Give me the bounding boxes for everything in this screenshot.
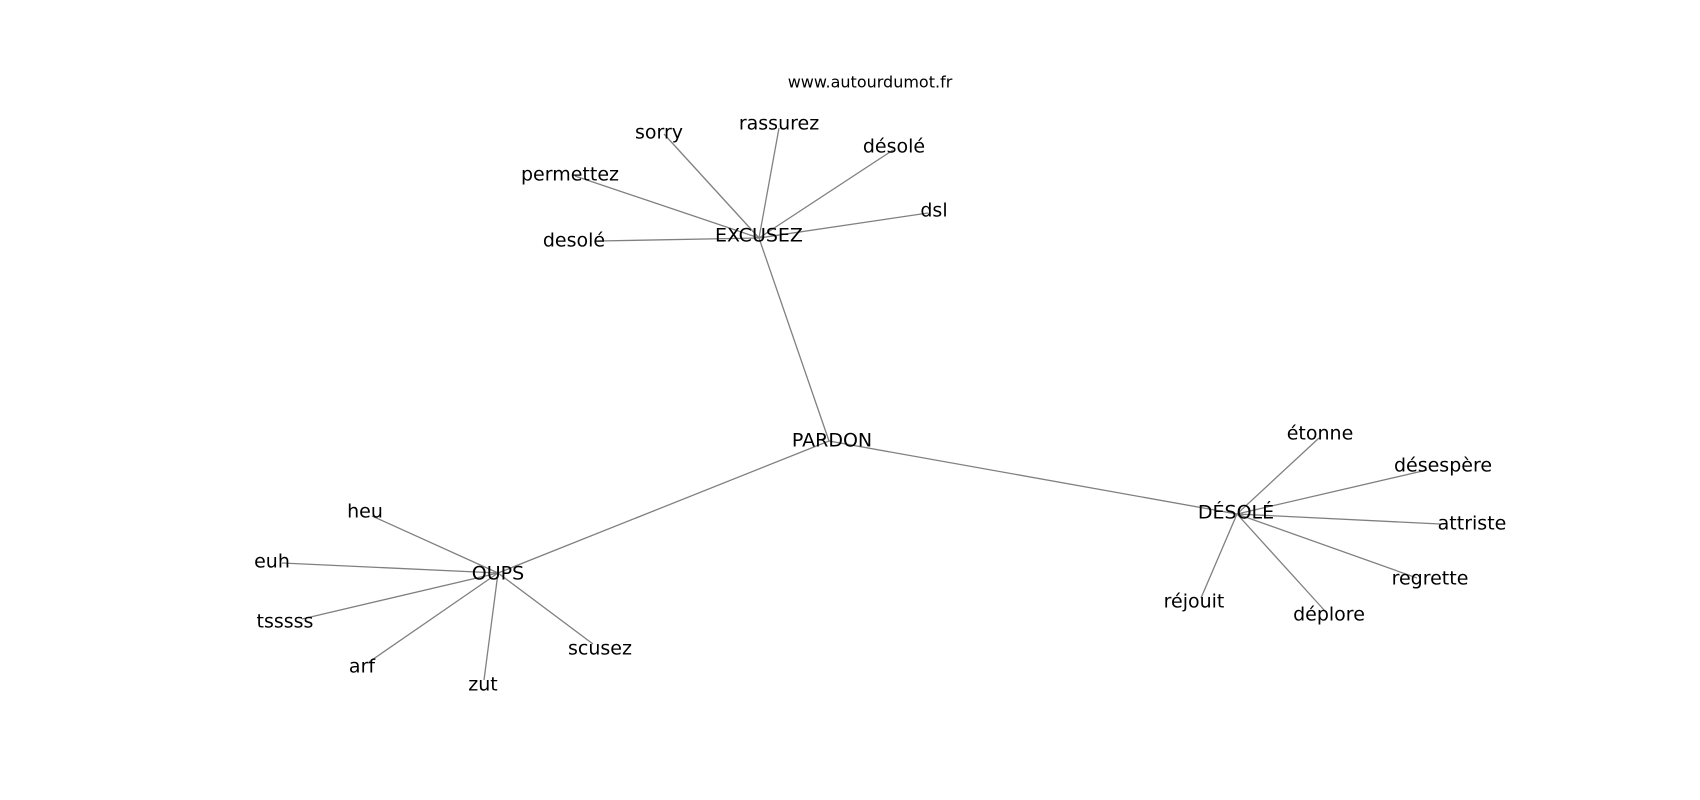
edge-desole-desespere xyxy=(1236,469,1428,515)
node-word-desole: desolé xyxy=(543,230,605,252)
node-word-zut: zut xyxy=(468,674,497,696)
node-hub-desole: DÉSOLÉ xyxy=(1198,501,1274,524)
node-word-euh: euh xyxy=(254,551,290,573)
node-word-rassurez: rassurez xyxy=(739,113,819,135)
edge-desole-attriste xyxy=(1236,513,1441,525)
node-word-arf: arf xyxy=(349,656,376,678)
edge-center-excusez xyxy=(758,237,830,442)
edge-excusez-permettez xyxy=(574,175,760,239)
edge-excusez-desole xyxy=(758,149,894,239)
node-word-deplore: déplore xyxy=(1293,604,1365,626)
node-hub-oups: OUPS xyxy=(472,563,524,585)
node-word-sorry: sorry xyxy=(635,122,683,144)
edge-oups-heu xyxy=(371,515,499,574)
watermark-text: www.autourdumot.fr xyxy=(788,73,953,92)
edge-desole-regrette xyxy=(1236,513,1418,579)
edge-excusez-dsl xyxy=(758,212,929,239)
edge-desole-deplore xyxy=(1236,513,1326,612)
edge-oups-arf xyxy=(368,572,499,663)
edge-oups-zut xyxy=(483,572,499,681)
edge-desole-rejouit xyxy=(1200,513,1238,599)
node-word-tsssss: tsssss xyxy=(257,611,314,633)
node-word-rejouit: réjouit xyxy=(1164,591,1225,613)
node-word-regrette: regrette xyxy=(1392,568,1469,590)
edge-oups-scusez xyxy=(497,572,594,645)
graph-edges xyxy=(281,127,1441,681)
node-word-desole: désolé xyxy=(863,136,925,158)
node-word-desespere: désespère xyxy=(1394,455,1492,477)
node-word-scusez: scusez xyxy=(568,638,632,660)
node-word-etonne: étonne xyxy=(1287,423,1354,445)
node-center-pardon: PARDON xyxy=(792,430,872,452)
graph-nodes: PARDON EXCUSEZ sorry rassurez désolé permette… xyxy=(254,113,1506,696)
node-hub-excusez: EXCUSEZ xyxy=(715,225,803,247)
edge-center-desole xyxy=(828,440,1238,515)
node-word-dsl: dsl xyxy=(920,200,947,222)
edge-desole-etonne xyxy=(1236,437,1320,515)
edge-oups-euh xyxy=(281,562,499,574)
edge-excusez-sorry xyxy=(663,133,760,239)
edge-center-oups xyxy=(497,440,830,574)
node-word-attriste: attriste xyxy=(1438,513,1507,535)
edge-excusez-desole xyxy=(597,237,760,242)
edge-excusez-rassurez xyxy=(758,127,780,239)
node-word-permettez: permettez xyxy=(521,164,619,186)
edge-oups-tsssss xyxy=(301,572,499,620)
node-word-heu: heu xyxy=(347,501,383,523)
